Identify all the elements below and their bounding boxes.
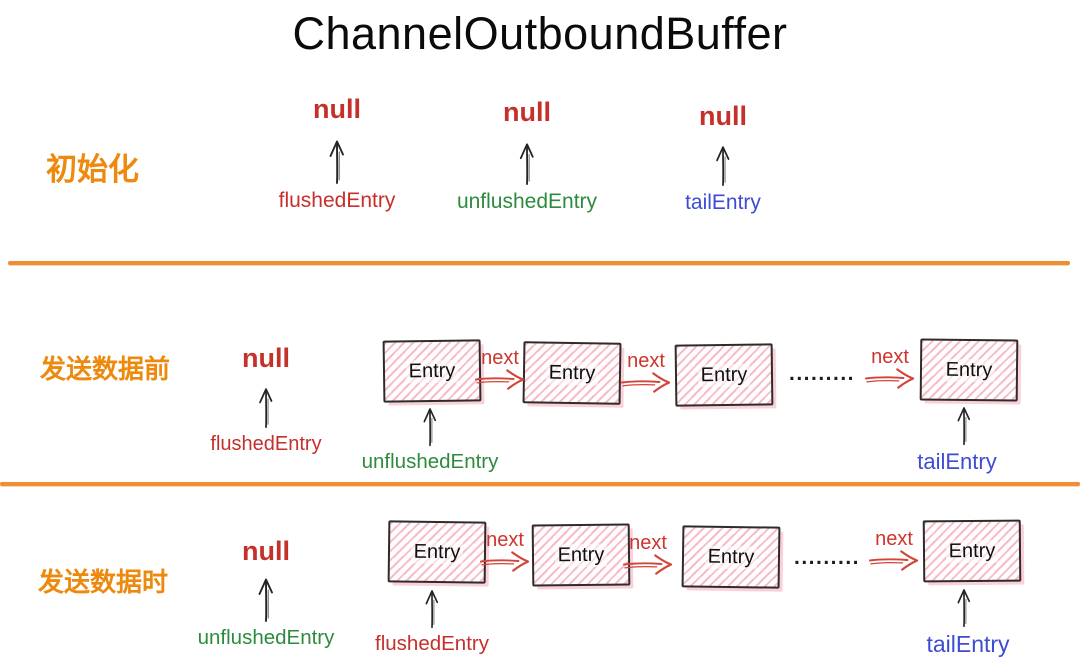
next-arrow-icon: [479, 551, 530, 572]
up-arrow-icon: [716, 146, 730, 187]
up-arrow-icon: [423, 408, 437, 447]
entry-node: Entry: [382, 339, 482, 403]
null-value: null: [699, 101, 747, 131]
entry-label: Entry: [942, 358, 996, 382]
section-divider: [8, 261, 1070, 265]
null-pointer-group: null flushedEntry: [166, 343, 366, 455]
pointer-label-flushed-entry: flushedEntry: [210, 433, 322, 455]
pointer-label-tail-entry: tailEntry: [917, 449, 997, 474]
tail-pointer-group: tailEntry: [857, 404, 1057, 473]
null-value: null: [242, 343, 290, 373]
page-title: ChannelOutboundBuffer: [292, 8, 788, 59]
up-arrow-icon: [258, 578, 273, 622]
next-label: next: [875, 528, 913, 550]
next-arrow-icon: [864, 368, 915, 389]
section-before-send-label: 发送数据前: [40, 354, 171, 384]
null-value: null: [242, 536, 290, 566]
ellipsis: .........: [788, 362, 855, 385]
next-arrow-icon: [474, 369, 525, 390]
next-link: next: [475, 530, 535, 574]
next-arrow-icon: [868, 550, 919, 571]
next-arrow-icon: [622, 554, 673, 575]
pointer-label-flushed-entry: flushedEntry: [278, 189, 396, 212]
next-link: next: [864, 529, 924, 573]
entry-label: Entry: [410, 540, 464, 564]
up-arrow-icon: [425, 590, 439, 629]
next-label: next: [627, 350, 665, 372]
next-label: next: [481, 347, 519, 369]
init-tail-group: null tailEntry: [623, 101, 823, 214]
up-arrow-icon: [957, 589, 971, 628]
pointer-label-unflushed-entry: unflushedEntry: [361, 450, 499, 473]
next-link: next: [618, 533, 678, 577]
section-init-label: 初始化: [46, 152, 139, 187]
up-arrow-icon: [519, 143, 534, 185]
head-pointer-group: flushedEntry: [332, 587, 532, 655]
entry-node: Entry: [922, 519, 1022, 583]
entry-label: Entry: [704, 545, 758, 569]
entry-node: Entry: [681, 525, 781, 589]
null-pointer-group: null unflushedEntry: [166, 538, 366, 649]
entry-node: Entry: [522, 341, 622, 405]
entry-node: Entry: [919, 338, 1019, 402]
entry-label: Entry: [545, 361, 599, 385]
null-value: null: [313, 94, 361, 124]
head-pointer-group: unflushedEntry: [330, 405, 530, 473]
up-arrow-icon: [957, 407, 971, 446]
up-arrow-icon: [259, 388, 273, 429]
next-link: next: [616, 351, 676, 395]
pointer-label-flushed-entry: flushedEntry: [375, 632, 489, 655]
init-unflushed-group: null unflushedEntry: [427, 97, 627, 213]
entry-label: Entry: [554, 543, 608, 567]
null-value: null: [503, 97, 551, 127]
next-link: next: [860, 347, 920, 391]
entry-node: Entry: [531, 523, 631, 587]
ellipsis: .........: [793, 546, 860, 569]
pointer-label-tail-entry: tailEntry: [685, 191, 761, 214]
up-arrow-icon: [329, 140, 344, 184]
entry-node: Entry: [387, 520, 487, 584]
next-label: next: [486, 529, 524, 551]
tail-pointer-group: tailEntry: [868, 586, 1068, 656]
section-divider: [0, 482, 1080, 486]
pointer-label-tail-entry: tailEntry: [926, 631, 1010, 657]
next-label: next: [629, 532, 667, 554]
next-label: next: [871, 346, 909, 368]
entry-label: Entry: [945, 539, 999, 563]
pointer-label-unflushed-entry: unflushedEntry: [197, 626, 335, 649]
pointer-label-unflushed-entry: unflushedEntry: [456, 190, 598, 213]
init-flushed-group: null flushedEntry: [237, 94, 437, 212]
next-arrow-icon: [620, 372, 671, 393]
next-link: next: [470, 348, 530, 392]
entry-node: Entry: [674, 343, 774, 407]
entry-label: Entry: [697, 363, 751, 387]
entry-label: Entry: [405, 359, 459, 383]
section-while-send-label: 发送数据时: [38, 567, 169, 597]
